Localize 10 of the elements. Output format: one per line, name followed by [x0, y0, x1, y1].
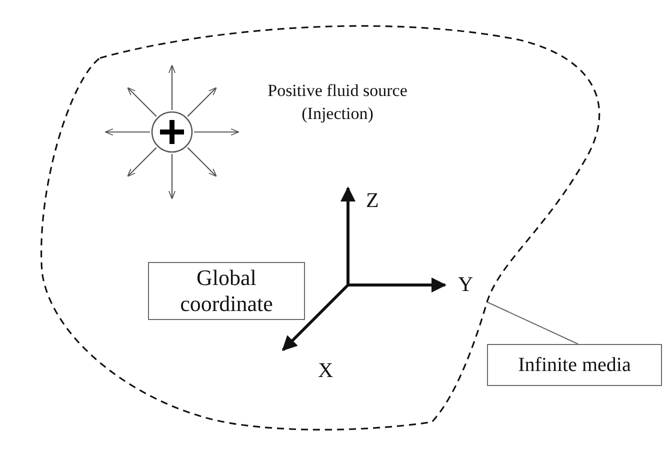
- leader-line: [486, 302, 578, 344]
- axis-label: Y: [458, 271, 474, 298]
- axis-label: X: [318, 357, 334, 384]
- source-symbol: [151, 111, 193, 153]
- label-text: Infinite media: [518, 353, 631, 377]
- axis-label: Z: [366, 187, 379, 214]
- label-box: [487, 344, 662, 386]
- label-box: [148, 262, 305, 320]
- caption-text: Positive fluid source (Injection): [266, 80, 408, 125]
- label-text: Global coordinate: [179, 264, 274, 318]
